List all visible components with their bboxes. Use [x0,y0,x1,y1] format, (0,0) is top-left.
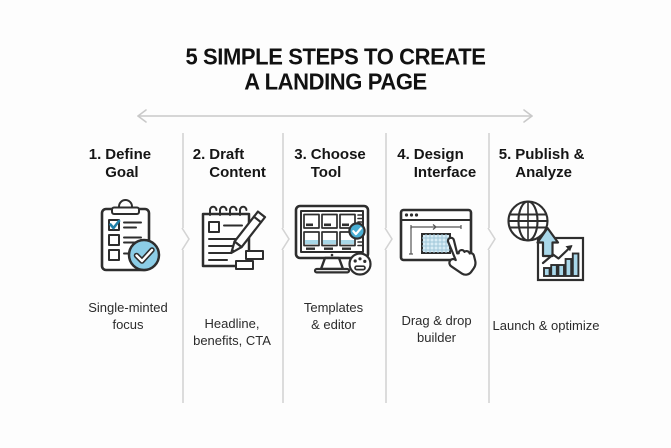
step-caption: Templates & editor [303,300,364,332]
step-column-design-interface: 4. Design Interface [387,136,486,386]
step-divider [381,133,393,403]
step-title-text: Publish & Analyze [515,146,585,182]
step-number: 4. [397,146,410,163]
step-title-text: Define Goal [105,146,152,182]
page-title: 5 SIMPLE STEPS TO CREATE A LANDING PAGE [0,43,671,95]
step-number: 2. [192,146,206,163]
step-column-publish-analyze: 5. Publish & Analyze [488,136,604,386]
step-divider [278,133,290,403]
chevron-right-icon [281,228,290,250]
chevron-right-icon [384,228,393,250]
step-title: 4. Design Interface [387,146,486,183]
step-caption: Drag & drop builder [401,313,472,345]
step-title: 1. Define Goal [62,146,194,183]
step-caption: Headline, benefits, CTA [193,316,271,348]
step-number: 1. [88,146,102,163]
step-column-choose-tool: 3. Choose Tool [284,136,383,386]
step-caption: Launch & optimize [492,318,600,333]
flow-double-arrow-icon [137,109,533,123]
step-title: 3. Choose Tool [284,146,383,183]
chevron-right-icon [487,228,496,250]
step-title: 2. Draft Content [184,146,280,183]
notepad-pencil-icon [201,205,267,270]
step-title-text: Choose Tool [310,146,366,182]
step-column-draft-content: 2. Draft Content [184,136,280,386]
globe-growth-chart-icon [507,200,585,282]
title-line-2: A LANDING PAGE [244,68,427,95]
chevron-right-icon [181,228,190,250]
browser-drag-drop-icon [399,208,477,276]
step-number: 5. [498,146,512,163]
step-column-define-goal: 1. Define Goal [62,136,194,386]
step-title-text: Draft Content [209,146,266,182]
step-divider [484,133,496,403]
step-title: 5. Publish & Analyze [488,146,604,183]
step-number: 3. [294,146,307,163]
step-title-text: Design Interface [413,146,477,182]
monitor-templates-icon [294,204,372,276]
clipboard-checklist-icon [100,199,161,272]
step-caption: Single-minted focus [88,300,168,332]
title-line-1: 5 SIMPLE STEPS TO CREATE [185,43,486,70]
step-divider [178,133,190,403]
